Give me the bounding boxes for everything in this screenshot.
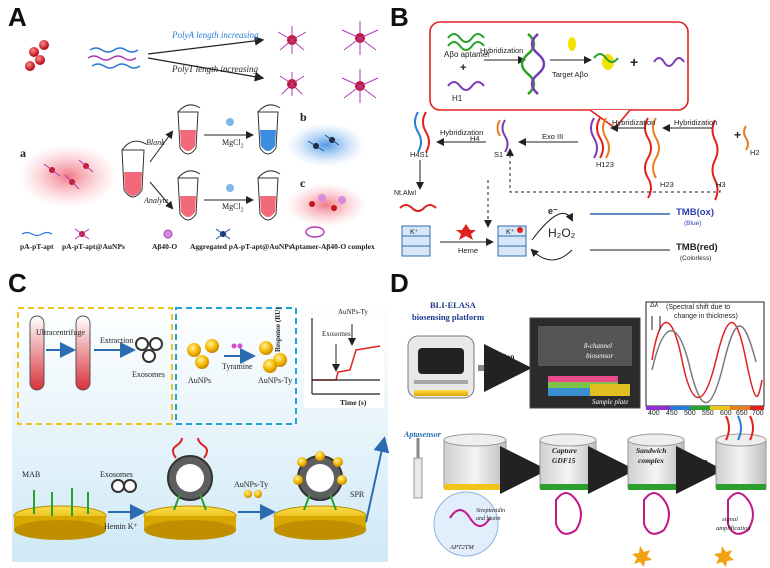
plot-ylabel: Response (RU) (274, 307, 282, 352)
sample-plate-label: Sample plate (592, 398, 629, 406)
panel-c-graphics (12, 300, 390, 562)
ultracentrifuge-label: Ultracentrifuge (36, 328, 85, 337)
h2o2-label: H₂O₂ (548, 226, 576, 240)
panel-letter-a: A (8, 2, 27, 32)
plot-exosomes-label: Exosomes (322, 330, 351, 338)
exosomes-label: Exosomes (132, 370, 165, 379)
hybridization-mid: Hybridization (612, 118, 656, 127)
panel-d-graphics (407, 301, 767, 567)
h4s1-label: H4S1 (410, 150, 429, 159)
capture-label-1: Capture (552, 446, 578, 455)
detection-label: Detection (484, 352, 515, 361)
aunps-ty-label: AuNPs-Ty (258, 376, 293, 385)
aptasensor-label: Aptasensor (404, 430, 441, 439)
sub-label-a: a (20, 146, 26, 160)
sandwich-label-1: Sandwich (636, 446, 667, 455)
mgcl2-bottom-label: MgCl2 (222, 202, 244, 214)
sub-label-b: b (300, 110, 307, 124)
tmb-ox-label: TMB(ox) (676, 207, 714, 218)
abeta-aptamer-label: Aβo aptamer (444, 50, 490, 59)
mab-label: MAB (22, 470, 41, 479)
aunps-label: AuNPs (188, 376, 212, 385)
h3-label: H3 (716, 180, 726, 189)
tmb-red-colorless-label: (Colorless) (680, 255, 712, 262)
panel-b-graphics (399, 21, 749, 261)
ntalwi-label: Nt.AlwI (394, 190, 417, 197)
h4-label: H4 (470, 134, 480, 143)
polya-label: PolyA length increasing (172, 30, 259, 40)
k-label-1: K⁺ (410, 229, 419, 236)
plus-3: + (734, 128, 742, 142)
channel-label-2: biosensor (586, 352, 614, 360)
spectrum-tick-700: 700 (752, 410, 764, 417)
apt2tm-label: APT2TM (450, 544, 474, 551)
bli-elasa-title: BLI-ELASA (430, 300, 476, 310)
channel-label-1: 8-channel (584, 342, 612, 350)
spectrum-tick-600: 600 (720, 410, 732, 417)
panel-letter-b: B (390, 2, 409, 32)
panel-letter-d: D (390, 268, 409, 298)
legend-pa-pt-apt-aunps: pA-pT-apt@AuNPs (62, 242, 125, 251)
dab-label: DAB (692, 458, 708, 467)
electron-label: e⁻ (548, 206, 558, 216)
h2-label: H2 (750, 148, 760, 157)
k-label-2: K⁺ (506, 229, 515, 236)
capture-label-2: GDF15 (552, 456, 576, 465)
hybridization-top: Hybridization (480, 46, 524, 55)
analyte-label: Analyte (144, 196, 169, 205)
polyt-label: PolyT length increasing (172, 64, 258, 74)
amplification-label: amplification (716, 525, 751, 532)
spectrum-tick-650: 650 (736, 410, 748, 417)
s1-label: S1 (494, 150, 504, 159)
blank-label: Blank (146, 138, 165, 147)
tmb-ox-blue-label: (Blue) (684, 220, 702, 227)
spr-label: SPR (350, 490, 365, 499)
delta-lambda-label: Δλ (650, 302, 659, 309)
sub-label-c: c (300, 176, 306, 190)
spectral-note-2: change in thickness) (674, 313, 738, 320)
panel-a-graphics (18, 21, 379, 240)
exosomes-bottom-label: Exosomes (100, 470, 133, 479)
legend-aggregated: Aggregated pA-pT-apt@AuNPs (190, 242, 292, 251)
plus-2: + (630, 54, 639, 70)
hybridization-right: Hybridization (674, 118, 718, 127)
target-label: Target Aβo (552, 70, 589, 79)
plot-aunps-ty-label: AuNPs-Ty (338, 308, 368, 316)
legend-aptamer-complex: Aptamer-Aβ40-O complex (290, 242, 375, 251)
h1-label: H1 (452, 94, 463, 103)
sandwich-label-2: complex (638, 456, 664, 465)
hybridization-left: Hybridization (440, 128, 484, 137)
heme-label: Heme (458, 246, 479, 255)
spectrum-tick-400: 400 (648, 410, 660, 417)
h123-label: H123 (596, 160, 614, 169)
spectrum-tick-550: 550 (702, 410, 714, 417)
plot-xlabel: Time (s) (340, 398, 367, 407)
legend-abeta40-o: Aβ40-O (152, 242, 178, 251)
streptavidin-label: Streptavidin (476, 508, 506, 514)
exo-iii-label: Exo III (542, 132, 564, 141)
h23-label: H23 (660, 180, 674, 189)
spectrum-tick-500: 500 (684, 410, 696, 417)
panel-letter-c: C (8, 268, 27, 298)
platform-subtitle: biosensing platform (412, 312, 485, 322)
legend-pa-pt-apt: pA-pT-apt (20, 242, 54, 251)
plus-1: + (460, 62, 467, 74)
mgcl2-top-label: MgCl2 (222, 138, 244, 150)
biotin-label: and biotin (476, 516, 501, 522)
tmb-red-label: TMB(red) (676, 242, 718, 253)
spectrum-tick-450: 450 (666, 410, 678, 417)
hemin-label: Hemin K⁺ (104, 522, 138, 531)
spectral-note-1: (Spectral shift due to (666, 304, 731, 311)
extraction-label: Extraction (100, 336, 134, 345)
signal-label: signal (722, 516, 738, 523)
tyramine-label: Tyramine (222, 362, 253, 371)
aunps-ty-bottom-label: AuNPs-Ty (234, 480, 269, 489)
